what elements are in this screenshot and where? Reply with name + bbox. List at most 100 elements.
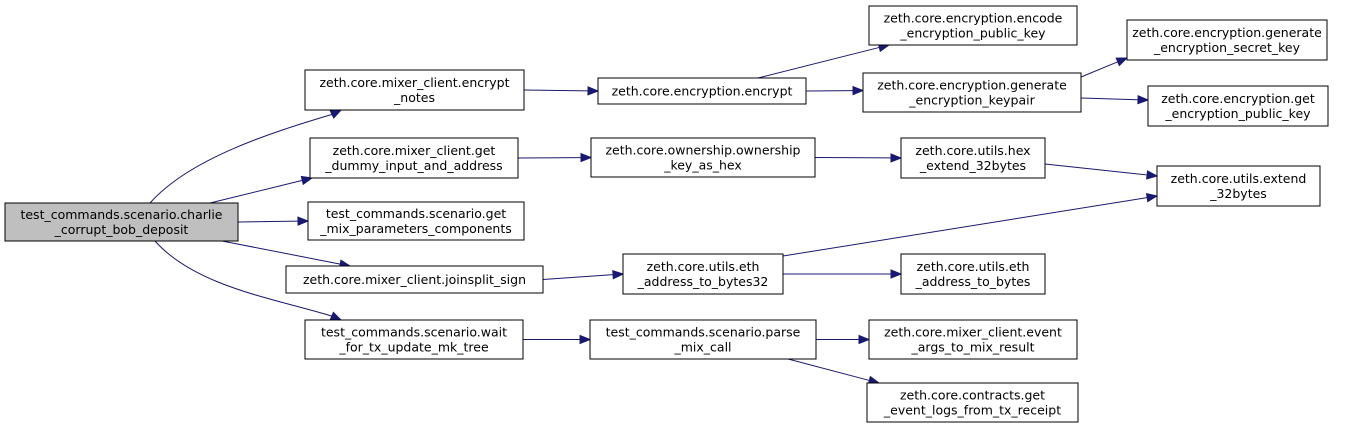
edge-line bbox=[1044, 163, 1148, 176]
node-box bbox=[285, 265, 544, 294]
node-box bbox=[589, 319, 817, 360]
graph-node-zeth-core-contracts-get-event-logs-from-tx-receipt[interactable]: zeth.core.contracts.get_event_logs_from_… bbox=[866, 382, 1079, 423]
arrowhead-icon bbox=[1115, 57, 1129, 67]
graph-node-test-commands-scenario-parse-mix-call[interactable]: test_commands.scenario.parse_mix_call bbox=[589, 319, 817, 360]
edge-line bbox=[787, 358, 870, 381]
edge-n0-to-n4 bbox=[221, 240, 352, 269]
node-label-line: _encryption_keypair bbox=[908, 93, 1035, 108]
node-label-line: _mix_parameters_components bbox=[319, 221, 512, 236]
node-label-line: zeth.core.encryption.get bbox=[1161, 91, 1315, 106]
arrowhead-icon bbox=[858, 334, 871, 345]
node-box bbox=[900, 253, 1046, 295]
nodes-layer: test_commands.scenario.charlie_corrupt_b… bbox=[4, 5, 1329, 423]
edge-n1-to-n6 bbox=[523, 86, 600, 96]
node-label-line: _encryption_public_key bbox=[899, 26, 1046, 41]
node-box bbox=[1156, 165, 1321, 207]
node-box bbox=[868, 5, 1078, 46]
node-label-line: _extend_32bytes bbox=[919, 158, 1026, 173]
node-box bbox=[866, 382, 1079, 423]
node-box bbox=[1147, 85, 1329, 127]
edge-n11-to-n16 bbox=[1080, 57, 1129, 78]
edge-n9-to-n14 bbox=[816, 334, 871, 345]
edge-line bbox=[542, 274, 614, 280]
graph-node-zeth-core-mixer-client-event-args-to-mix-result[interactable]: zeth.core.mixer_client.event_args_to_mix… bbox=[868, 319, 1078, 360]
edge-line bbox=[523, 89, 589, 92]
edge-line bbox=[1080, 61, 1118, 78]
edge-n11-to-n17 bbox=[1080, 94, 1150, 105]
node-box bbox=[304, 319, 524, 360]
graph-node-zeth-core-encryption-generate-encryption-secret-key[interactable]: zeth.core.encryption.generate_encryption… bbox=[1126, 19, 1328, 61]
graph-node-zeth-core-utils-eth-address-to-bytes32[interactable]: zeth.core.utils.eth_address_to_bytes32 bbox=[622, 253, 784, 295]
edge-line bbox=[149, 113, 333, 204]
node-box bbox=[4, 202, 239, 242]
graph-node-test-commands-scenario-charlie-corrupt-bob-deposit[interactable]: test_commands.scenario.charlie_corrupt_b… bbox=[4, 202, 239, 242]
arrowhead-icon bbox=[297, 216, 310, 226]
edge-line bbox=[782, 197, 1148, 257]
graph-node-zeth-core-mixer-client-encrypt-notes[interactable]: zeth.core.mixer_client.encrypt_notes bbox=[304, 69, 525, 111]
edge-n8-to-n18 bbox=[782, 192, 1159, 257]
graph-node-test-commands-scenario-wait-for-tx-update-mk-tree[interactable]: test_commands.scenario.wait_for_tx_updat… bbox=[304, 319, 524, 360]
node-box bbox=[304, 69, 525, 111]
arrowhead-icon bbox=[890, 269, 903, 279]
edges-layer bbox=[149, 42, 1159, 385]
node-label-line: zeth.core.ownership.ownership bbox=[605, 143, 800, 158]
node-label-line: _event_logs_from_tx_receipt bbox=[883, 403, 1061, 418]
graph-node-zeth-core-utils-hex-extend-32bytes[interactable]: zeth.core.utils.hex_extend_32bytes bbox=[900, 137, 1046, 179]
node-label-line: _mix_call bbox=[673, 340, 731, 355]
edge-line bbox=[221, 240, 341, 265]
node-box bbox=[862, 72, 1082, 113]
node-box bbox=[1126, 19, 1328, 61]
node-label-line: zeth.core.contracts.get bbox=[900, 388, 1045, 403]
arrowhead-icon bbox=[587, 86, 600, 96]
arrowhead-icon bbox=[579, 334, 592, 345]
node-label-line: test_commands.scenario.parse bbox=[606, 325, 801, 340]
graph-node-zeth-core-encryption-encode-encryption-public-key[interactable]: zeth.core.encryption.encode_encryption_p… bbox=[868, 5, 1078, 46]
node-label-line: zeth.core.mixer_client.joinsplit_sign bbox=[303, 272, 526, 287]
node-label-line: zeth.core.encryption.encrypt bbox=[612, 84, 793, 99]
edge-n12-to-n18 bbox=[1044, 163, 1159, 180]
graph-node-zeth-core-mixer-client-get-dummy-input-and-address[interactable]: zeth.core.mixer_client.get_dummy_input_a… bbox=[309, 137, 519, 179]
node-box bbox=[309, 137, 519, 179]
edge-n2-to-n7 bbox=[517, 152, 593, 163]
node-box bbox=[900, 137, 1046, 179]
node-box bbox=[868, 319, 1078, 360]
arrowhead-icon bbox=[329, 311, 343, 321]
node-box bbox=[590, 137, 816, 178]
graph-node-zeth-core-encryption-generate-encryption-keypair[interactable]: zeth.core.encryption.generate_encryption… bbox=[862, 72, 1082, 113]
node-label-line: zeth.core.utils.eth bbox=[647, 259, 760, 274]
node-label-line: _address_to_bytes32 bbox=[637, 274, 769, 289]
graph-node-zeth-core-mixer-client-joinsplit-sign[interactable]: zeth.core.mixer_client.joinsplit_sign bbox=[285, 265, 544, 294]
edge-line bbox=[209, 179, 303, 204]
edge-n9-to-n15 bbox=[787, 358, 881, 385]
graph-node-zeth-core-ownership-ownership-key-as-hex[interactable]: zeth.core.ownership.ownership_key_as_hex bbox=[590, 137, 816, 178]
edge-n0-to-n2 bbox=[209, 175, 314, 204]
arrowhead-icon bbox=[300, 175, 314, 186]
node-label-line: _dummy_input_and_address bbox=[324, 158, 502, 173]
node-label-line: test_commands.scenario.get bbox=[326, 206, 506, 221]
arrowhead-icon bbox=[1146, 170, 1159, 180]
edge-n8-to-n13 bbox=[783, 269, 903, 279]
node-label-line: zeth.core.utils.extend bbox=[1171, 171, 1307, 186]
node-label-line: zeth.core.encryption.encode bbox=[884, 11, 1063, 26]
graph-node-zeth-core-utils-eth-address-to-bytes[interactable]: zeth.core.utils.eth_address_to_bytes bbox=[900, 253, 1046, 295]
node-label-line: zeth.core.encryption.generate bbox=[1132, 25, 1322, 40]
arrowhead-icon bbox=[852, 85, 865, 96]
arrowhead-icon bbox=[580, 152, 593, 163]
node-label-line: zeth.core.utils.eth bbox=[917, 259, 1030, 274]
graph-node-zeth-core-utils-extend-32bytes[interactable]: zeth.core.utils.extend_32bytes bbox=[1156, 165, 1321, 207]
node-label-line: _key_as_hex bbox=[663, 158, 742, 173]
edge-line bbox=[1080, 97, 1139, 101]
edge-n0-to-n3 bbox=[237, 216, 310, 226]
node-label-line: test_commands.scenario.wait bbox=[321, 325, 507, 340]
edge-n5-to-n9 bbox=[523, 334, 592, 345]
node-label-line: _args_to_mix_result bbox=[911, 340, 1035, 355]
arrowhead-icon bbox=[890, 153, 903, 163]
node-label-line: zeth.core.mixer_client.event bbox=[884, 325, 1062, 340]
node-label-line: zeth.core.mixer_client.encrypt bbox=[319, 75, 509, 90]
graph-node-zeth-core-encryption-encrypt[interactable]: zeth.core.encryption.encrypt bbox=[597, 77, 807, 105]
graph-node-test-commands-scenario-get-mix-parameters-components[interactable]: test_commands.scenario.get_mix_parameter… bbox=[307, 201, 525, 241]
arrowhead-icon bbox=[329, 109, 343, 119]
node-box bbox=[622, 253, 784, 295]
graph-node-zeth-core-encryption-get-encryption-public-key[interactable]: zeth.core.encryption.get_encryption_publ… bbox=[1147, 85, 1329, 127]
